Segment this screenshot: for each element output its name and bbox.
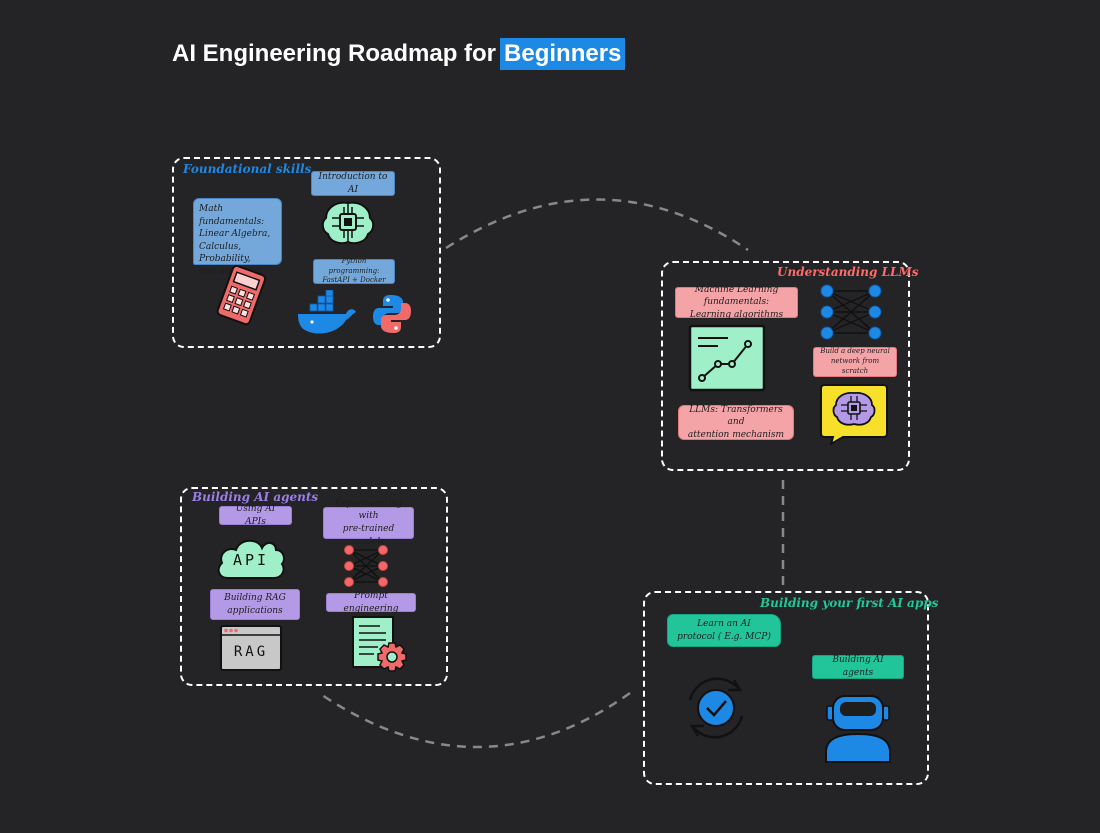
calculator-icon (216, 265, 267, 326)
note-ml-fundamentals: Machine Learning fundamentals: Learning … (675, 285, 798, 320)
section-label-foundational: Foundational skills (183, 162, 312, 176)
api-cloud-icon: API (214, 532, 288, 582)
neural-network-icon (820, 284, 882, 340)
note-building-ai-agents: Building AI agents (812, 655, 904, 679)
rag-label: RAG (233, 644, 269, 660)
title-highlight: Beginners (500, 38, 626, 70)
rag-window-icon: RAG (220, 625, 282, 671)
note-using-ai-apis: Using AI APIs (219, 504, 292, 527)
note-pretrained-models: Experimenting with pre-trained models (323, 499, 414, 547)
section-agents (180, 487, 448, 686)
section-llms (661, 261, 910, 471)
brain-chip-icon (321, 201, 375, 245)
sync-check-icon (688, 677, 744, 739)
connector-apps-agents (321, 691, 631, 749)
note-ai-protocol: Learn an AI protocol ( E.g. MCP) (667, 614, 781, 647)
note-llm-transformers: LLMs: Transformers and attention mechani… (678, 405, 794, 440)
note-intro-ai: Introduction to AI (311, 171, 395, 196)
python-icon (373, 295, 411, 333)
docker-icon (298, 290, 356, 334)
section-apps (643, 591, 929, 785)
note-deep-neural-network: Build a deep neural network from scratch (813, 347, 897, 377)
note-python-programming: Python programming: FastAPI + Docker (313, 257, 395, 284)
document-gear-icon (352, 616, 407, 672)
brain-chip-icon (820, 384, 888, 445)
connector-foundational-llms (445, 198, 749, 252)
neural-network-icon (344, 545, 388, 587)
robot-icon (825, 695, 891, 763)
note-math-fundamentals: Math fundamentals: Linear Algebra, Calcu… (193, 198, 282, 277)
note-rag-applications: Building RAG applications (210, 589, 300, 620)
note-prompt-engineering: Prompt engineering (326, 591, 416, 614)
line-chart-icon (688, 324, 766, 392)
section-foundational (172, 157, 441, 348)
section-label-agents: Building AI agents (192, 490, 319, 504)
api-label: API (232, 551, 270, 569)
title-main: AI Engineering Roadmap for (172, 40, 497, 67)
page-title: AI Engineering Roadmap for Beginners (172, 38, 626, 70)
section-label-llms: Understanding LLMs (777, 265, 919, 279)
section-label-apps: Building your first AI apps (760, 596, 939, 610)
